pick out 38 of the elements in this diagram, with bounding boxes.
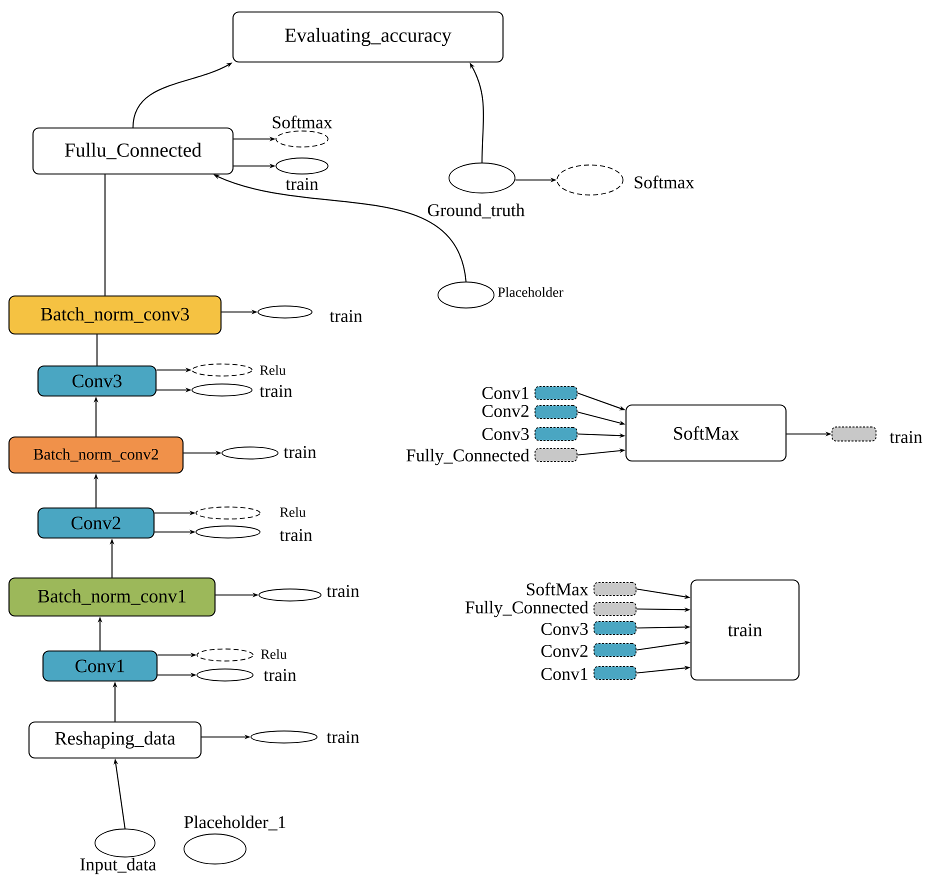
node-label: Conv2 [541, 644, 588, 658]
node-label: Ground_truth [428, 204, 525, 218]
node-label: train [326, 584, 360, 598]
process-box: train [690, 579, 800, 681]
process-box: Evaluating_accuracy [232, 11, 504, 63]
node-label: Conv1 [482, 386, 528, 400]
process-box: Conv1 [42, 650, 158, 682]
node-label: Fully_Connected [406, 448, 530, 466]
node-label: Conv1 [541, 668, 588, 680]
node-label: train [260, 384, 292, 398]
node-label: Relu [260, 649, 287, 659]
node-label: train [890, 430, 922, 444]
node-label: train [326, 730, 360, 744]
node-label: Input_data [80, 858, 156, 874]
node-label: Conv3 [482, 428, 529, 440]
node-label: Softmax [634, 176, 694, 188]
node-label: Relu [260, 365, 286, 375]
node-label: Placeholder_1 [184, 816, 286, 830]
process-box: Batch_norm_conv2 [8, 436, 184, 474]
node-label: SoftMax [526, 582, 588, 596]
node-label: Placeholder [498, 287, 564, 297]
process-box: Reshaping_data [28, 721, 202, 759]
node-label: train [280, 528, 312, 542]
node-label: Conv3 [541, 622, 588, 636]
process-box: Batch_norm_conv1 [8, 577, 216, 617]
process-box: Fullu_Connected [32, 127, 234, 175]
process-box: Batch_norm_conv3 [8, 295, 222, 335]
node-label: Relu [280, 507, 306, 517]
node-label: Softmax [272, 116, 332, 128]
process-box: SoftMax [625, 404, 787, 462]
node-label: train [330, 310, 362, 322]
node-label: train [286, 178, 318, 190]
node-label: Conv2 [482, 404, 528, 418]
process-box: Conv3 [37, 365, 157, 397]
node-label: train [284, 446, 316, 458]
node-label: train [264, 668, 296, 682]
node-label: Fully_Connected [465, 600, 588, 618]
process-box: Conv2 [37, 507, 155, 539]
